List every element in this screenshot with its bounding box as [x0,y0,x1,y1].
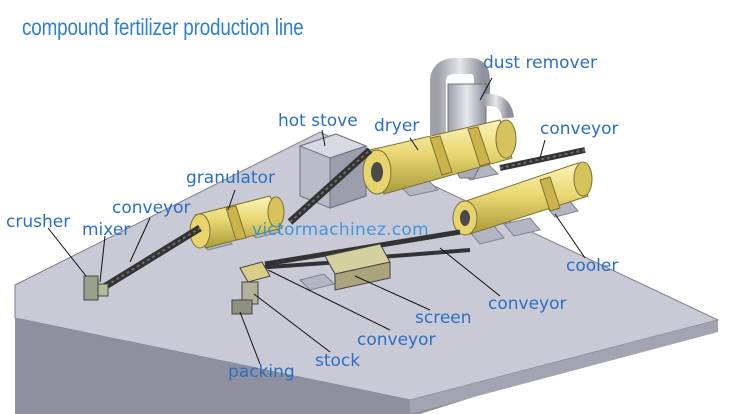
label-hot-stove: hot stove [278,111,358,131]
label-conveyor-left: conveyor [112,198,191,218]
label-mixer: mixer [82,220,131,240]
label-screen: screen [415,308,472,328]
cooler [452,161,593,236]
stock-packing [231,261,271,315]
label-stock: stock [315,351,361,371]
hot-stove [298,133,368,209]
label-dryer: dryer [374,116,420,136]
label-granulator: granulator [186,168,275,188]
leader-lines [47,77,586,365]
label-conveyor-mid-right: conveyor [488,294,567,314]
screen-machine [324,243,391,291]
label-conveyor-top-right: conveyor [540,119,619,139]
watermark: victormachinez.com [252,220,429,240]
label-crusher: crusher [6,212,71,232]
platform [14,131,720,414]
page-title: compound fertilizer production line [22,14,304,40]
label-packing: packing [228,362,295,382]
crusher-mixer [83,275,109,301]
label-dust-remover: dust remover [483,53,598,73]
label-conveyor-bottom: conveyor [357,330,436,350]
dryer [362,119,517,195]
label-cooler: cooler [566,256,619,276]
